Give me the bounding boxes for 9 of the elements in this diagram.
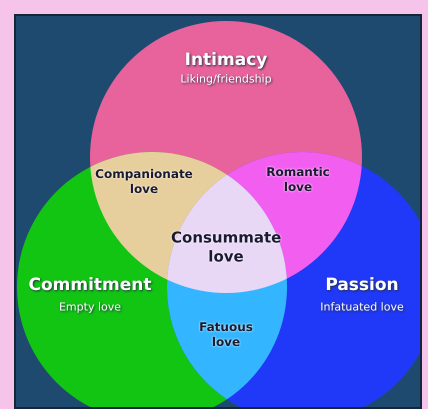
overlap-label: Fatuous love bbox=[191, 320, 261, 350]
circle-heading: Intimacy bbox=[184, 50, 268, 70]
circle-subtitle: Liking/friendship bbox=[180, 72, 272, 86]
overlap-label: Romantic love bbox=[258, 165, 338, 195]
circle-heading: Passion bbox=[325, 275, 399, 295]
circle-heading: Commitment bbox=[28, 275, 152, 295]
circle-subtitle: Empty love bbox=[58, 300, 122, 314]
overlap-label: Companionate love bbox=[89, 167, 199, 197]
circle-subtitle: Infatuated love bbox=[320, 300, 404, 314]
